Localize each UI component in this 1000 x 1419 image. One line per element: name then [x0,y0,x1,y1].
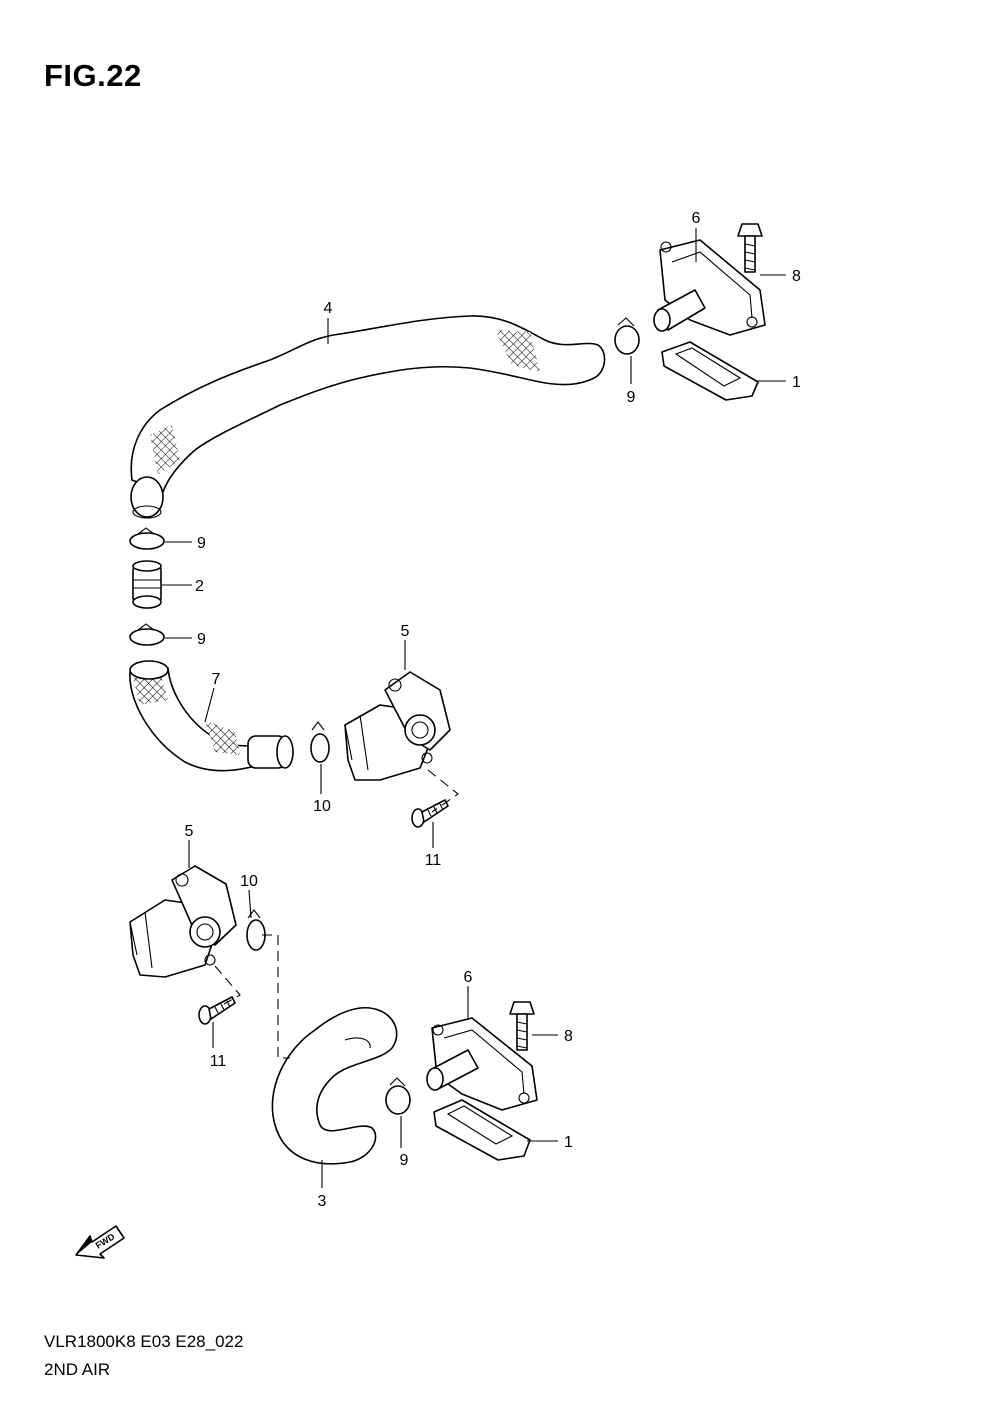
callout-8-upper: 8 [792,268,801,285]
pair-valve-5-lower [129,865,237,978]
hose-4 [130,315,606,519]
callout-11-lower: 11 [210,1053,227,1070]
screw-11-upper [411,799,449,828]
clamp-9-upper [614,317,640,355]
figure-title: FIG.22 [44,58,142,93]
callout-9-b: 9 [197,631,206,648]
callout-9-upper: 9 [627,389,636,406]
callout-5-lower: 5 [185,823,194,840]
bolt-8-lower [509,1001,535,1051]
callout-2: 2 [195,578,204,595]
gasket-1-upper [661,341,759,401]
callout-3: 3 [318,1193,327,1210]
callout-9-lower: 9 [400,1152,409,1169]
callout-4: 4 [324,300,333,317]
screw-11-lower [198,996,236,1025]
leader-lines [162,228,786,1188]
callout-1-lower: 1 [564,1134,573,1151]
callout-10-lower: 10 [240,873,258,890]
clamp-10-lower [246,909,266,951]
clamp-9-a [129,527,165,550]
clamp-10-upper [310,721,330,763]
callout-7: 7 [212,671,221,688]
pair-valve-5-upper [344,671,451,781]
clamp-9-b [129,623,165,646]
section-title: 2ND AIR [44,1360,111,1379]
joint-pipe-2 [132,560,162,609]
hose-3 [271,1007,398,1165]
hose-7 [129,660,294,772]
fwd-arrow-icon: FWD [75,1225,125,1259]
model-code: VLR1800K8 E03 E28_022 [44,1332,244,1351]
bolt-8-upper [737,223,763,273]
callout-numbers: 6 8 4 1 9 9 2 9 5 7 10 11 5 10 6 8 11 9 … [185,210,801,1210]
callout-6-upper: 6 [692,210,701,227]
gasket-1-lower [433,1099,531,1161]
reed-valve-cover-6-lower [426,1017,538,1111]
clamp-9-lower [385,1077,411,1115]
callout-11-upper: 11 [425,852,442,869]
callout-1-upper: 1 [792,374,801,391]
callout-10-upper: 10 [313,798,331,815]
callout-9-a: 9 [197,535,206,552]
callout-8-lower: 8 [564,1028,573,1045]
callout-6-lower: 6 [464,969,473,986]
callout-5-upper: 5 [401,623,410,640]
reed-valve-cover-6-upper [653,239,766,336]
